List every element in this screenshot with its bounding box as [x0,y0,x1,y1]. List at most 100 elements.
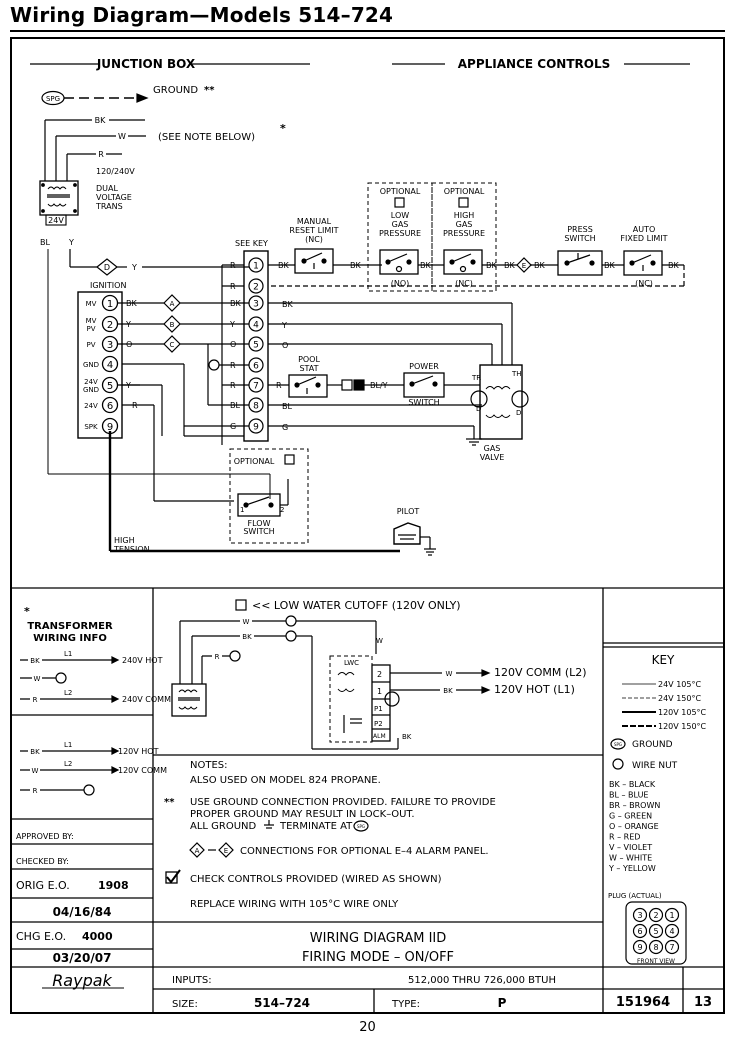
svg-text:TENSION: TENSION [113,545,150,554]
optional-gas-pressure-switches: OPTIONAL LOW GAS PRESSURE OPTIONAL HIGH … [367,182,497,292]
svg-text:7: 7 [669,943,674,952]
svg-text:A: A [195,847,200,855]
svg-text:SWITCH: SWITCH [564,234,595,243]
svg-text:G: G [282,423,288,432]
svg-text:W: W [34,675,41,683]
svg-text:**: ** [164,797,175,808]
auto-fixed-limit: AUTO FIXED LIMIT (NC) [620,225,667,288]
svg-text:240V HOT: 240V HOT [122,656,163,665]
svg-text:BK: BK [242,633,252,641]
svg-text:*: * [24,605,30,618]
ignition-terminal [101,355,119,373]
svg-text:KEY: KEY [652,653,675,667]
svg-text:TYPE:: TYPE: [391,999,420,1010]
svg-text:2: 2 [653,911,658,920]
svg-text:R: R [230,361,236,370]
svg-text:120V COMM (L2): 120V COMM (L2) [494,666,587,679]
strip-terminal [248,257,264,273]
strip-terminal [248,278,264,294]
svg-text:(NC): (NC) [635,279,653,288]
svg-text:PILOT: PILOT [397,507,420,516]
key-legend: KEY 24V 105°C 24V 150°C 120V 105°C 120V … [610,653,707,771]
svg-text:W: W [376,637,383,645]
svg-text:E: E [224,847,228,855]
svg-text:120V HOT: 120V HOT [118,747,159,756]
svg-text:4000: 4000 [82,930,113,943]
svg-text:1: 1 [377,687,382,696]
svg-text:SPG: SPG [357,824,365,829]
svg-text:GROUND: GROUND [632,740,673,750]
svg-text:POWER: POWER [409,362,439,371]
svg-text:LOW: LOW [391,211,409,220]
svg-text:L1: L1 [64,650,72,658]
key-color-entry: V – VIOLET [609,843,652,852]
svg-text:Y: Y [281,321,287,330]
svg-text:R: R [276,381,282,390]
manual-reset-limit: MANUAL RESET LIMIT (NC) [289,217,339,274]
ignition-terminal [101,294,119,312]
svg-text:Y: Y [125,320,131,329]
svg-text:24V 150°C: 24V 150°C [658,694,701,703]
svg-text:BK: BK [278,261,289,270]
svg-text:GAS: GAS [484,444,501,453]
strip-terminal-number: 9 [253,423,259,433]
svg-text:(NO): (NO) [391,279,410,288]
svg-text:13: 13 [694,995,712,1010]
svg-text:BL: BL [282,402,292,411]
strip-terminal-number: 1 [253,262,259,272]
svg-text:6: 6 [637,927,642,936]
svg-text:9: 9 [637,943,642,952]
svg-text:120V COMM: 120V COMM [118,766,167,775]
svg-text:B: B [170,321,175,329]
key-color-entry: BK – BLACK [609,780,656,789]
plug-pin [648,923,664,939]
plug-pin [632,907,648,923]
svg-text:P: P [498,996,507,1010]
svg-text:GND: GND [83,386,99,394]
notes: NOTES: ALSO USED ON MODEL 824 PROPANE. *… [164,760,496,910]
svg-text:(NC): (NC) [455,279,473,288]
svg-text:03/20/07: 03/20/07 [53,951,112,965]
svg-text:TH: TH [511,370,522,378]
svg-text:AUTO: AUTO [633,225,656,234]
power-switch: POWER SWITCH [403,362,445,407]
svg-text:CHECKED BY:: CHECKED BY: [16,857,69,866]
svg-text:BL: BL [40,238,50,247]
svg-text:4: 4 [669,927,674,936]
svg-text:PRESS: PRESS [567,225,593,234]
title-rule [10,30,725,32]
svg-text:BK: BK [604,261,615,270]
svg-text:4: 4 [107,360,113,371]
svg-text:POOL: POOL [298,355,320,364]
svg-text:W: W [118,132,126,141]
junction-box-heading: JUNCTION BOX [96,57,196,71]
svg-text:FIRING MODE – ON/OFF: FIRING MODE – ON/OFF [302,950,454,965]
terminal-strip: SEE KEY [221,239,269,445]
svg-text:9: 9 [107,422,113,433]
svg-text:ALL GROUND: ALL GROUND [190,821,257,832]
dual-voltage-transformer: 120/240V 24V DUAL VOLTAGE TRANS BL Y [39,167,135,247]
strip-terminal-number: 6 [253,362,259,372]
key-color-entry: G – GREEN [609,812,652,821]
svg-text:120V 150°C: 120V 150°C [658,722,707,731]
svg-text:(NC): (NC) [305,235,323,244]
svg-text:PLUG (ACTUAL): PLUG (ACTUAL) [608,892,662,900]
ground-note-mark: ** [204,85,215,96]
svg-text:A: A [170,300,175,308]
svg-text:*: * [280,122,286,135]
plug-pin [648,907,664,923]
svg-text:APPROVED BY:: APPROVED BY: [16,832,74,841]
plug-pin [664,939,680,955]
svg-text:CHG E.O.: CHG E.O. [16,930,66,943]
plug-pin [664,923,680,939]
svg-text:SEE KEY: SEE KEY [235,239,268,248]
svg-text:SWITCH: SWITCH [408,398,439,407]
strip-terminal-number: 7 [253,382,259,392]
svg-text:SWITCH: SWITCH [243,527,274,536]
svg-text:6: 6 [107,401,113,412]
pool-stat: POOL STAT [288,355,328,398]
svg-text:R: R [230,282,236,291]
svg-text:W: W [243,618,250,626]
see-note-label: (SEE NOTE BELOW) [158,132,255,143]
svg-text:Y: Y [68,238,74,247]
